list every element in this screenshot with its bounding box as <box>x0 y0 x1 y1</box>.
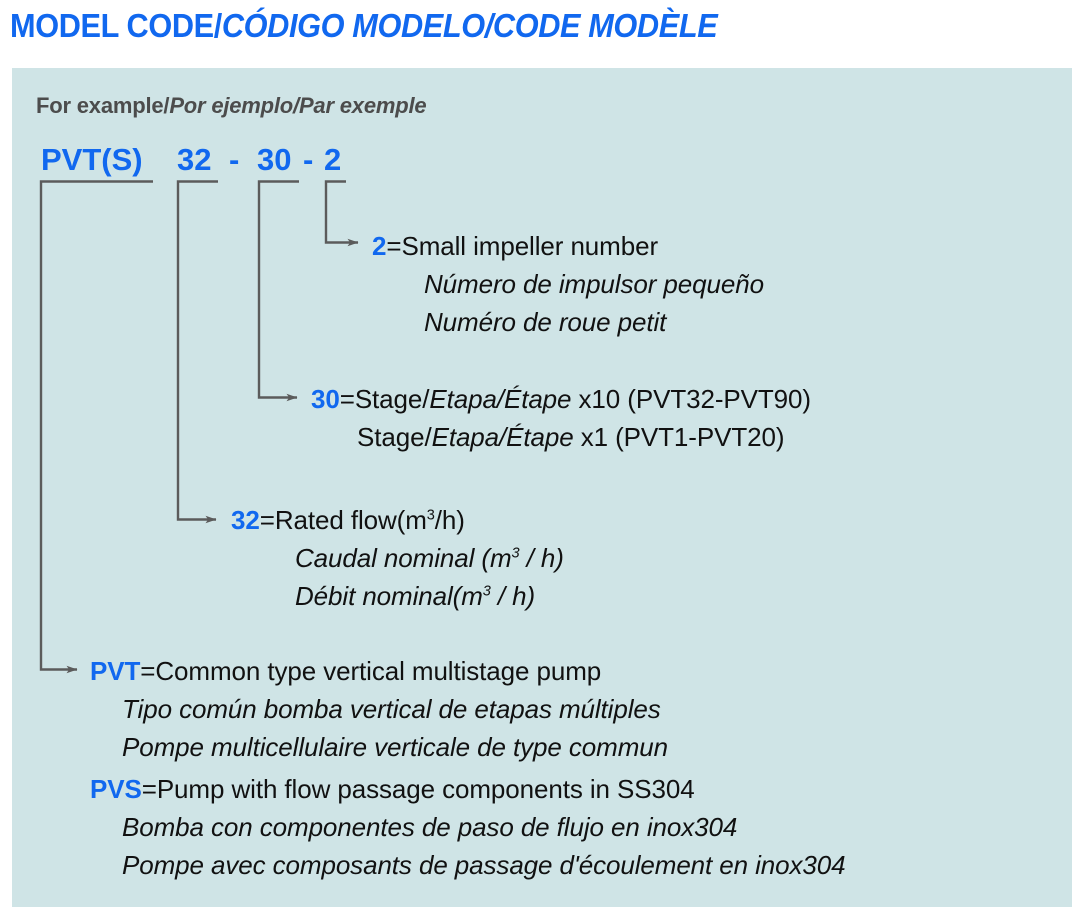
pvt-line-1-text: =Common type vertical multistage pump <box>140 656 602 686</box>
flow-line-1-part-b: /h) <box>434 505 465 535</box>
stage-line-1-part-a: =Stage/ <box>339 384 430 414</box>
for-example-label: For example/Por ejemplo/Par exemple <box>36 93 427 119</box>
flow-line-2-part-b: / h) <box>519 543 564 573</box>
code-token-32: 32 <box>177 142 212 177</box>
stage-line-1: 30=Stage/Etapa/Étape x10 (PVT32-PVT90) <box>311 380 811 418</box>
stage-line-2-part-c: x1 (PVT1-PVT20) <box>573 422 785 452</box>
pvt-line-1: PVT=Common type vertical multistage pump <box>90 652 668 690</box>
description-block-pvt: PVT=Common type vertical multistage pump… <box>90 652 668 766</box>
stage-key: 30 <box>311 384 340 414</box>
description-block-rated-flow: 32=Rated flow(m3/h) Caudal nominal (m3 /… <box>231 501 564 615</box>
code-token-2: 2 <box>324 142 342 177</box>
flow-line-1-superscript: 3 <box>426 507 435 524</box>
impeller-key: 2 <box>372 231 387 261</box>
stage-line-2-part-a: Stage/ <box>357 422 432 452</box>
stage-line-2-part-b: Etapa/Étape <box>431 422 574 452</box>
flow-line-3-superscript: 3 <box>482 583 491 600</box>
impeller-line-1: 2=Small impeller number <box>372 227 764 265</box>
code-token-dash-1: - <box>229 142 240 177</box>
flow-line-2-part-a: Caudal nominal (m <box>295 543 512 573</box>
title-italic-part: CÓDIGO MODELO/CODE MODÈLE <box>221 7 718 44</box>
stage-line-1-part-b: Etapa/Étape <box>429 384 572 414</box>
pvs-line-1-text: =Pump with flow passage components in SS… <box>141 774 695 804</box>
pvs-key: PVS <box>90 774 142 804</box>
for-example-upright-part: For example/ <box>36 93 170 118</box>
flow-key: 32 <box>231 505 260 535</box>
flow-line-1-part-a: =Rated flow(m <box>259 505 427 535</box>
impeller-line-3: Numéro de roue petit <box>424 307 667 337</box>
flow-line-2-superscript: 3 <box>511 545 520 562</box>
flow-line-2: Caudal nominal (m3 / h) <box>231 539 564 577</box>
stage-line-2: Stage/Etapa/Étape x1 (PVT1-PVT20) <box>311 418 811 456</box>
title-upright-part: MODEL CODE/ <box>10 7 222 44</box>
pvs-line-3: Pompe avec composants de passage d'écoul… <box>122 850 846 880</box>
impeller-line-1-text: =Small impeller number <box>386 231 659 261</box>
impeller-line-2: Número de impulsor pequeño <box>424 269 764 299</box>
flow-line-3-part-a: Débit nominal(m <box>295 581 483 611</box>
pvs-line-2: Bomba con componentes de paso de flujo e… <box>122 812 738 842</box>
flow-line-3: Débit nominal(m3 / h) <box>231 577 564 615</box>
code-token-dash-2: - <box>303 142 314 177</box>
code-token-30: 30 <box>257 142 292 177</box>
code-token-pvts: PVT(S) <box>41 142 143 177</box>
stage-line-1-part-c: x10 (PVT32-PVT90) <box>571 384 812 414</box>
description-block-pvs: PVS=Pump with flow passage components in… <box>90 770 846 884</box>
pvt-key: PVT <box>90 656 141 686</box>
description-block-impeller: 2=Small impeller number Número de impuls… <box>372 227 764 341</box>
pvt-line-2: Tipo común bomba vertical de etapas múlt… <box>122 694 661 724</box>
for-example-italic-part: Por ejemplo/Par exemple <box>169 93 427 118</box>
description-block-stage: 30=Stage/Etapa/Étape x10 (PVT32-PVT90) S… <box>311 380 811 456</box>
pvt-line-3: Pompe multicellulaire verticale de type … <box>122 732 668 762</box>
page-title: MODEL CODE/CÓDIGO MODELO/CODE MODÈLE <box>10 4 987 50</box>
pvs-line-1: PVS=Pump with flow passage components in… <box>90 770 846 808</box>
flow-line-1: 32=Rated flow(m3/h) <box>231 501 564 539</box>
flow-line-3-part-b: / h) <box>490 581 536 611</box>
